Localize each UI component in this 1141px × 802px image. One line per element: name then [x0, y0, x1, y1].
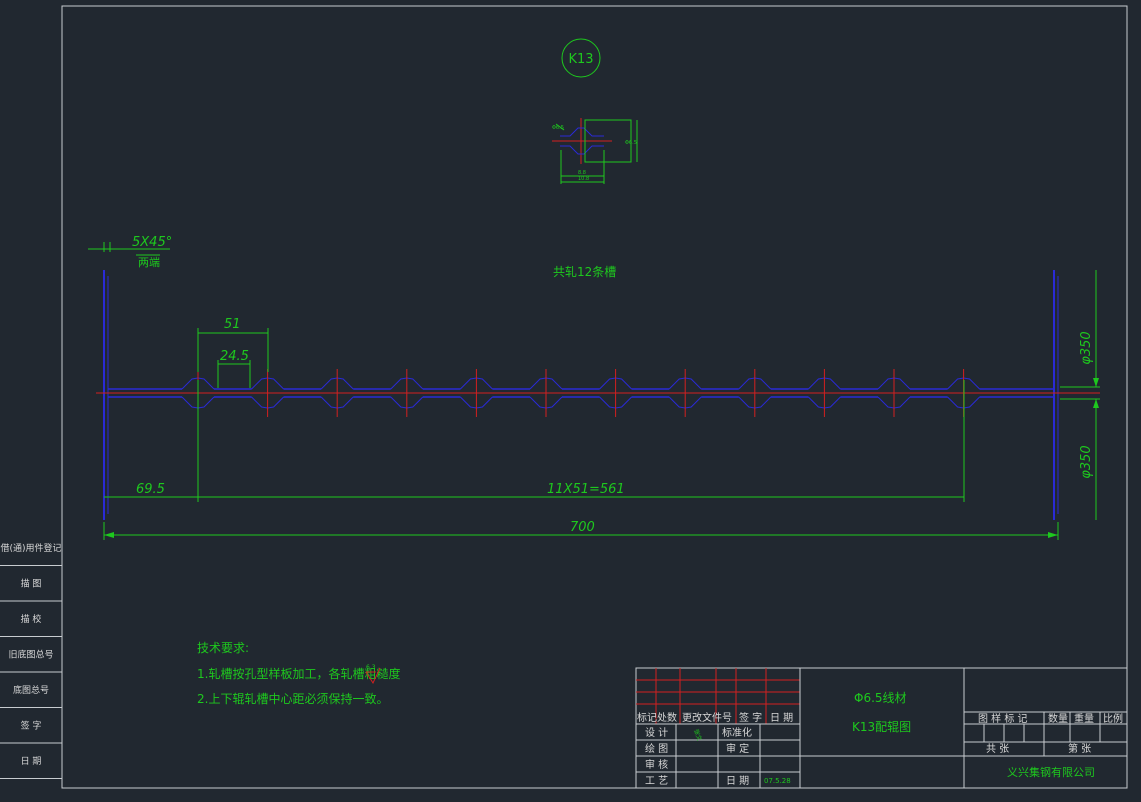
rev-header-mark: 标记 [637, 712, 657, 724]
roll-groove [320, 369, 354, 417]
dim-groove-text: 24.5 [220, 349, 249, 364]
roughness-symbol [365, 667, 381, 685]
sheets-total: 共 张 [986, 743, 1009, 755]
roll-groove [529, 369, 563, 417]
roll-groove [251, 369, 284, 417]
tech-item-1: 1.轧槽按孔型样板加工，各轧槽粗糙度 [197, 666, 400, 681]
role-process: 工 艺 [645, 775, 668, 787]
roll-groove [808, 369, 841, 417]
tech-title: 技术要求: [197, 641, 249, 655]
dim-grooves-total: 11X51=561 [198, 380, 965, 502]
rev-header-date: 日 期 [770, 712, 793, 724]
rev-header-count: 处数 [657, 711, 677, 724]
designer-signature: 张文 [692, 728, 704, 742]
side-table-row: 日 期 [0, 756, 62, 779]
roll-profile [96, 270, 1100, 520]
dim-groove: 24.5 [217, 349, 251, 388]
roll-groove [390, 369, 424, 417]
role-approve: 审 定 [726, 742, 749, 755]
groove-detail: Φ6.5 8.8 10.8 Φ6.5 [552, 118, 638, 184]
role-draw: 绘 图 [645, 742, 668, 755]
side-table-label: 描 图 [21, 578, 42, 590]
drawing-name: K13配辊图 [852, 720, 911, 734]
rev-header-sign: 签 字 [739, 711, 762, 724]
chamfer-annotation: 5X45° 两端 [88, 235, 172, 269]
stage-header-mark: 图 样 标 记 [978, 712, 1028, 725]
side-table-label: 底图总号 [13, 684, 49, 696]
groove-count-note: 共轧12条槽 [553, 265, 616, 279]
section-label-k13: K13 [561, 38, 601, 78]
role-date: 日 期 [726, 775, 749, 787]
detail-dim-4: Φ6.5 [625, 140, 637, 146]
side-table-row: 签 字 [0, 720, 62, 744]
dim-pitch: 51 [197, 317, 269, 372]
title-block: 标记 处数 更改文件号 签 字 日 期 设 计 标准化 绘 图 审 定 审 核 … [635, 667, 1128, 789]
dim-grooves-total-text: 11X51=561 [547, 482, 625, 497]
roll-groove [877, 369, 911, 417]
side-table-label: 日 期 [21, 756, 42, 767]
roll-groove [460, 369, 493, 417]
dim-total-text: 700 [570, 520, 595, 535]
rev-header-docno: 更改文件号 [682, 711, 732, 724]
role-design: 设 计 [645, 726, 668, 739]
tech-item-2: 2.上下辊轧槽中心距必须保持一致。 [197, 691, 388, 706]
dim-dia-top-text: φ350 [1079, 331, 1094, 364]
role-std: 标准化 [722, 726, 752, 739]
roll-groove [738, 369, 772, 417]
dim-pitch-text: 51 [224, 317, 241, 332]
roll-groove [668, 369, 702, 417]
dim-start-text: 69.5 [136, 482, 165, 497]
stage-header-weight: 重量 [1074, 712, 1094, 725]
chamfer-note: 两端 [138, 256, 160, 269]
roughness-value: 6.3 [366, 664, 376, 671]
sheet-number: 第 张 [1068, 742, 1091, 755]
dim-start: 69.5 [104, 380, 199, 502]
detail-dim-3: 10.8 [578, 176, 589, 182]
stage-header-qty: 数量 [1048, 712, 1068, 725]
side-table-row: 底图总号 [0, 684, 62, 708]
company-name: 义兴集钢有限公司 [1007, 765, 1095, 779]
dim-diameter: φ350 φ350 [1060, 270, 1100, 520]
side-table-row: 描 图 [0, 578, 62, 602]
side-table-label: 签 字 [21, 720, 42, 732]
side-table-row: 描 校 [0, 613, 62, 637]
tech-requirements: 技术要求: 1.轧槽按孔型样板加工，各轧槽粗糙度 6.3 2.上下辊轧槽中心距必… [197, 641, 400, 706]
dim-dia-bottom-text: φ350 [1079, 445, 1094, 478]
roll-groove [599, 369, 632, 417]
role-review: 审 核 [645, 758, 668, 771]
date-value: 07.5.28 [764, 777, 791, 785]
side-table-label: 描 校 [21, 613, 42, 625]
drawing-frame [61, 5, 1128, 789]
detail-dim-2: 8.8 [578, 170, 586, 176]
dim-total: 700 [103, 520, 1059, 540]
side-table-label: 借(通)用件登记 [0, 542, 61, 554]
side-table-label: 旧底图总号 [8, 649, 53, 661]
section-label-text: K13 [568, 52, 593, 67]
stage-header-scale: 比例 [1103, 712, 1123, 725]
side-table-row: 借(通)用件登记 [0, 542, 62, 566]
chamfer-dim: 5X45° [132, 235, 172, 250]
side-table-row: 旧底图总号 [0, 649, 62, 673]
detail-dim-1: Φ6.5 [552, 125, 564, 131]
material-name: Φ6.5线材 [854, 691, 907, 705]
